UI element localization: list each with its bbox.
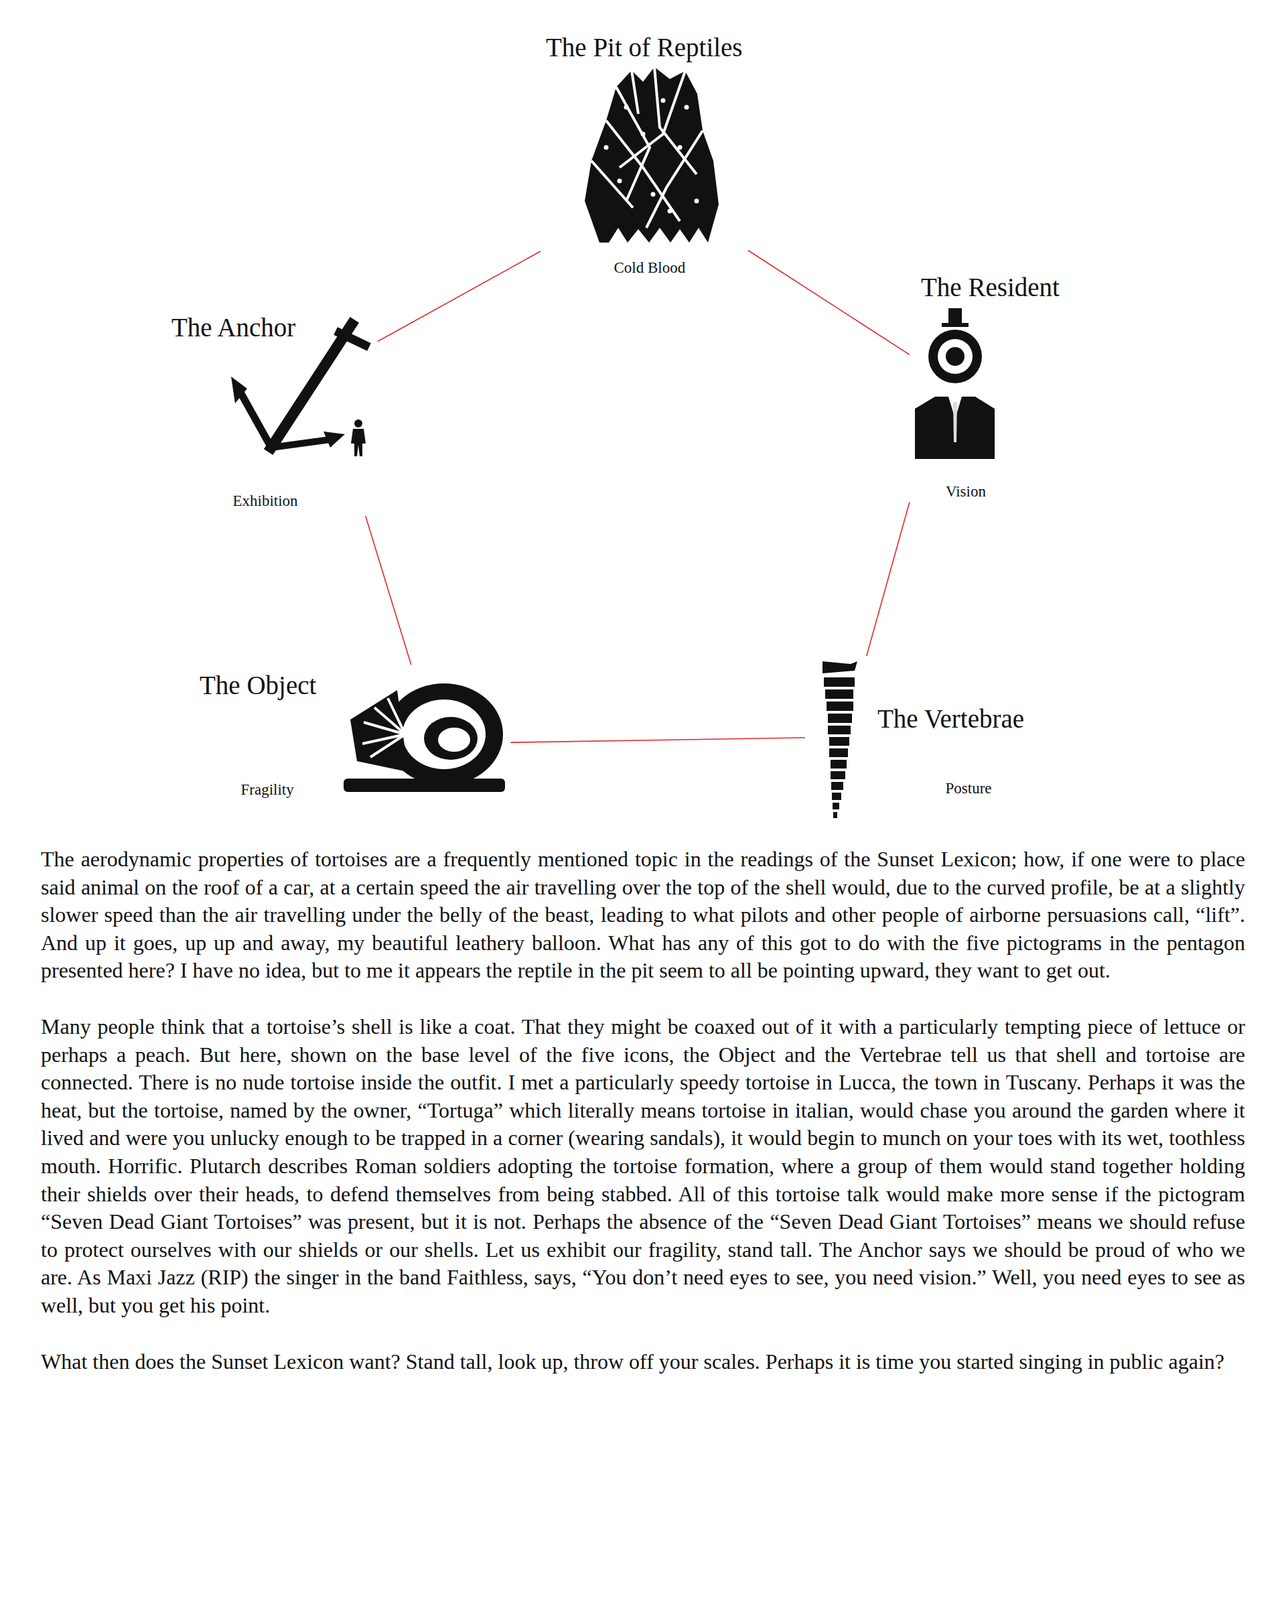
anchor-pictogram-part bbox=[271, 324, 352, 448]
vertebrae-pictogram-part bbox=[827, 725, 851, 735]
vertebrae-pictogram-part bbox=[825, 689, 854, 699]
reptile-pit-pictogram-part-part bbox=[631, 70, 639, 114]
reptile-pit-pictogram-part bbox=[591, 66, 703, 228]
vertebrae-pictogram-part bbox=[826, 701, 854, 711]
reptile-pit-pictogram-part-part bbox=[617, 178, 623, 184]
resident-pictogram bbox=[914, 308, 995, 459]
reptile-pit-pictogram-part-part bbox=[646, 130, 703, 228]
pictogram-title: The Anchor bbox=[171, 312, 296, 343]
pentagon-connector bbox=[866, 501, 910, 656]
resident-pictogram-part bbox=[941, 322, 969, 327]
vertebrae-pictogram-part bbox=[831, 792, 842, 800]
reptile-pit-pictogram-part-part bbox=[606, 120, 680, 222]
pentagon-connector bbox=[377, 251, 541, 342]
reptile-pit-pictogram-part-part bbox=[654, 66, 697, 175]
resident-pictogram-part bbox=[914, 396, 995, 459]
anchor-pictogram-part bbox=[354, 419, 363, 428]
vertebrae-pictogram-part bbox=[831, 781, 844, 790]
shell-object-pictogram-part bbox=[350, 689, 408, 772]
reptile-pit-pictogram bbox=[584, 66, 719, 243]
vertebrae-pictogram-part bbox=[829, 736, 850, 746]
shell-object-pictogram-part-part bbox=[370, 734, 406, 757]
reptile-pit-pictogram-part-part bbox=[640, 131, 646, 137]
shell-object-pictogram-part-part bbox=[387, 697, 406, 735]
shell-object-pictogram-part-part bbox=[374, 707, 406, 735]
shell-object-pictogram-part bbox=[438, 727, 471, 752]
vertebrae-pictogram-part bbox=[822, 661, 858, 674]
reptile-pit-pictogram-part-part bbox=[624, 105, 629, 110]
pictogram-title: The Pit of Reptiles bbox=[545, 32, 743, 63]
reptile-pit-pictogram-part-part bbox=[684, 105, 690, 110]
shell-object-pictogram bbox=[343, 683, 506, 792]
reptile-pit-pictogram-part-part bbox=[604, 145, 609, 151]
pictogram-title: The Object bbox=[199, 669, 317, 701]
pictogram-caption: Cold Blood bbox=[614, 258, 686, 278]
text-body: The aerodynamic properties of tortoises … bbox=[40, 845, 1246, 1404]
shell-object-pictogram-part bbox=[362, 697, 406, 757]
pictogram-node: The Pit of ReptilesCold Blood bbox=[540, 26, 749, 283]
vertebrae-pictogram-part bbox=[833, 811, 838, 818]
pictogram-title: The Resident bbox=[920, 271, 1060, 303]
vertebrae-pictogram-part bbox=[829, 748, 848, 757]
anchor-pictogram-part bbox=[231, 376, 248, 404]
vertebrae-pictogram-part bbox=[827, 713, 852, 723]
resident-pictogram-part bbox=[937, 338, 973, 374]
vertebrae-pictogram bbox=[822, 661, 858, 818]
resident-pictogram-part bbox=[945, 346, 965, 366]
reptile-pit-pictogram-part-part bbox=[651, 192, 656, 197]
anchor-pictogram-part bbox=[271, 439, 331, 448]
pentagon-connector bbox=[365, 515, 412, 665]
reptile-pit-pictogram-part bbox=[604, 98, 700, 214]
reptile-pit-pictogram-part-part bbox=[677, 145, 683, 151]
pictogram-node: The AnchorExhibition bbox=[166, 306, 378, 516]
body-paragraph: The aerodynamic properties of tortoises … bbox=[40, 845, 1246, 985]
pictogram-node: The ObjectFragility bbox=[194, 664, 511, 805]
vertebrae-pictogram-part bbox=[832, 802, 840, 810]
resident-pictogram-part bbox=[948, 308, 962, 323]
body-paragraph: What then does the Sunset Lexicon want? … bbox=[40, 1347, 1246, 1376]
reptile-pit-pictogram-part-part bbox=[619, 70, 686, 168]
pictogram-node: The ResidentVision bbox=[909, 266, 1065, 507]
anchor-pictogram-part bbox=[335, 330, 370, 347]
pictogram-caption: Posture bbox=[945, 778, 992, 798]
shell-object-pictogram-part bbox=[423, 716, 478, 760]
anchor-pictogram bbox=[231, 324, 370, 457]
reptile-pit-pictogram-part-part bbox=[661, 98, 666, 104]
reptile-pit-pictogram-part-part bbox=[591, 160, 633, 208]
pentagon-connector bbox=[748, 250, 910, 355]
anchor-pictogram-part bbox=[323, 431, 345, 448]
vertebrae-pictogram-part bbox=[823, 677, 855, 687]
reptile-pit-pictogram-part-part bbox=[667, 208, 673, 214]
resident-pictogram-part bbox=[953, 401, 958, 443]
reptile-pit-pictogram-part-part bbox=[694, 198, 700, 204]
anchor-pictogram-part bbox=[350, 428, 366, 457]
reptile-pit-pictogram-part-part bbox=[616, 87, 650, 201]
pictogram-node: The VertebraePosture bbox=[805, 655, 1030, 824]
vertebrae-pictogram-part bbox=[830, 759, 847, 769]
pictogram-caption: Exhibition bbox=[233, 491, 299, 511]
reptile-pit-pictogram-part bbox=[584, 66, 719, 243]
vertebrae-pictogram-part bbox=[830, 770, 846, 779]
shell-object-pictogram-part bbox=[402, 699, 486, 769]
pentagon-connector bbox=[510, 737, 806, 743]
pictogram-title: The Vertebrae bbox=[877, 703, 1025, 735]
resident-pictogram-part bbox=[928, 329, 982, 384]
anchor-pictogram-part bbox=[239, 389, 272, 448]
pictogram-caption: Fragility bbox=[241, 780, 295, 800]
pictogram-caption: Vision bbox=[945, 482, 986, 502]
body-paragraph: Many people think that a tortoise’s shel… bbox=[40, 1012, 1246, 1320]
